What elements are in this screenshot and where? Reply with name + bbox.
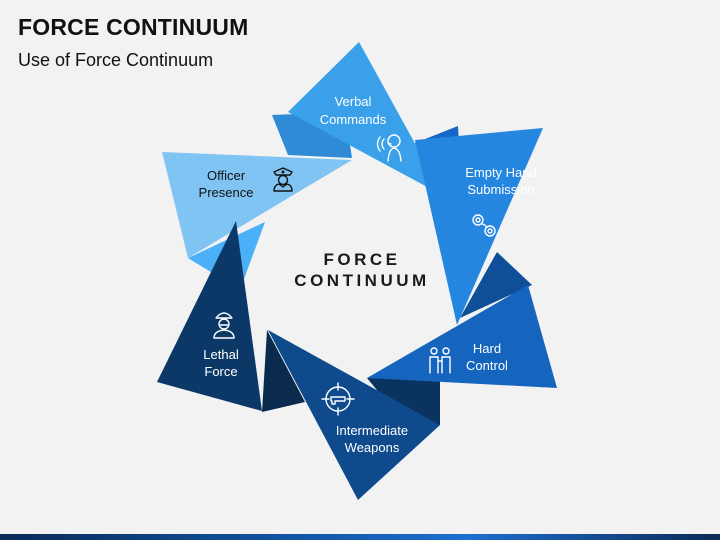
page-subtitle: Use of Force Continuum <box>18 50 214 70</box>
verbal-commands-label-line1: Verbal <box>335 94 372 109</box>
segment-hard-control[interactable] <box>367 285 557 388</box>
hard-control-label-line1: Hard <box>473 341 501 356</box>
handcuffs-icon <box>472 214 496 237</box>
fold-lethal-force <box>262 330 305 412</box>
arrest-figures-icon <box>429 347 451 374</box>
segment-empty-hand-submission[interactable] <box>415 128 543 325</box>
fold-hard-control <box>460 252 532 318</box>
segment-verbal-commands[interactable] <box>288 42 444 196</box>
verbal-commands-label-line2: Commands <box>320 112 387 127</box>
officer-presence-label-line2: Presence <box>199 185 254 200</box>
bottom-accent-bar <box>0 534 720 540</box>
soldier-icon <box>213 312 235 339</box>
fold-intermediate-weapons <box>367 378 440 425</box>
page-title: FORCE CONTINUUM <box>18 14 249 40</box>
segment-officer-presence[interactable] <box>162 152 352 258</box>
crosshair-weapon-icon <box>321 382 355 416</box>
empty-hand-submission-label-line2: Submission <box>467 182 534 197</box>
intermediate-weapons-label-line1: Intermediate <box>336 423 408 438</box>
intermediate-weapons-label-line2: Weapons <box>345 440 400 455</box>
center-label-line1: FORCE <box>324 250 401 269</box>
hard-control-label-line2: Control <box>466 358 508 373</box>
officer-presence-label-line1: Officer <box>207 168 246 183</box>
segment-lethal-force[interactable] <box>157 221 262 411</box>
lethal-force-label-line2: Force <box>204 364 237 379</box>
police-officer-icon <box>273 167 293 192</box>
lethal-force-label-line1: Lethal <box>203 347 239 362</box>
empty-hand-submission-label-line1: Empty Hand <box>465 165 537 180</box>
center-label-line2: CONTINUUM <box>294 271 429 290</box>
speaking-head-icon <box>376 134 402 162</box>
segment-intermediate-weapons[interactable] <box>268 330 440 500</box>
